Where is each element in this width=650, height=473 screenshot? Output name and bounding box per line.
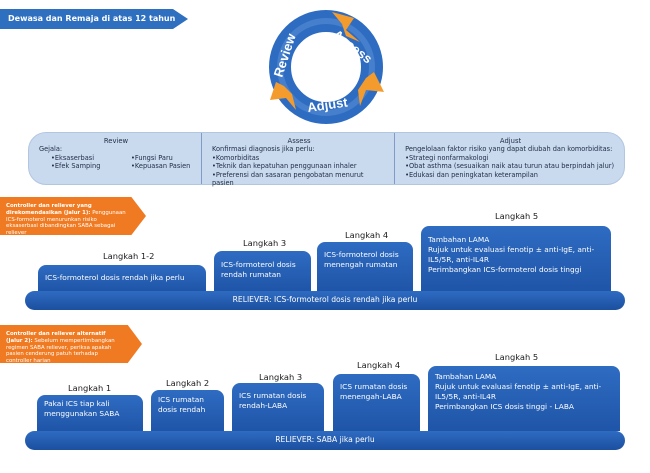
track2-label-text: Sebelum mempertimbangkan regimen SABA re… [6, 337, 115, 365]
track1-step4-text: ICS-formoterol dosis menengah rumatan [324, 250, 399, 269]
track2-label-title: Controller dan reliever alternatif (Jalu… [6, 331, 106, 344]
track1-step5-line: Tambahan LAMA [428, 235, 490, 244]
track1-label-title: Controller dan reliever yang direkomenda… [6, 203, 92, 216]
track2-reliever-text: RELIEVER: SABA jika perlu [275, 435, 375, 444]
assess-item: Teknik dan kepatuhan penggunaan inhaler [212, 162, 386, 170]
track2-step5-line: Perimbangkan ICS dosis tinggi - LABA [435, 402, 574, 411]
track2-step2-title: Langkah 2 [166, 378, 210, 388]
header-title: Dewasa dan Remaja di atas 12 tahun [8, 14, 176, 23]
track1-step3-box: ICS-formoterol dosis rendah rumatan [214, 251, 311, 291]
assess-item: Preferensi dan sasaran pengobatan menuru… [212, 171, 386, 188]
review-item: Efek Samping [51, 162, 131, 170]
track2-step4-box: ICS rumatan dosis menengah-LABA [333, 374, 420, 431]
adjust-item: Edukasi dan peningkatan keterampilan [405, 171, 616, 179]
track2-step3-title: Langkah 3 [259, 372, 303, 382]
adjust-title: Adjust [499, 137, 522, 145]
review-list-right: Fungsi Paru Kepuasan Pasien [131, 154, 201, 171]
track2-reliever-bar: RELIEVER: SABA jika perlu [25, 431, 625, 450]
assess-adjust-review-cycle: Assess Review Adjust [269, 10, 384, 124]
track1-reliever-bar: RELIEVER: ICS-formoterol dosis rendah ji… [25, 291, 625, 310]
track1-step5-title: Langkah 5 [495, 211, 539, 221]
summary-panel: Review Gejala: Eksaserbasi Efek Samping … [28, 132, 625, 187]
adjust-item: Obat asthma (sesuaikan naik atau turun a… [405, 162, 616, 170]
track1-step4-title: Langkah 4 [345, 230, 389, 240]
cycle-adjust-label: Adjust [306, 94, 349, 115]
track2-step1-text: Pakai ICS tiap kali menggunakan SABA [44, 399, 120, 418]
cycle-arrow-left [270, 82, 296, 110]
review-list-left: Eksaserbasi Efek Samping [51, 154, 131, 171]
adjust-column: Adjust Pengelolaan faktor risiko yang da… [394, 133, 624, 184]
review-title: Review [103, 137, 129, 145]
track1-label-text: Penggunaan ICS-formoterol menurunkan ris… [6, 209, 126, 237]
track2-step1-title: Langkah 1 [68, 383, 112, 393]
track1-step1-text: ICS-formoterol dosis rendah jika perlu [45, 273, 185, 282]
track1-step5-line: Perimbangkan ICS-formoterol dosis tinggi [428, 265, 582, 274]
track2-step2-box: ICS rumatan dosis rendah [151, 390, 224, 431]
track2-label: Controller dan reliever alternatif (Jalu… [0, 325, 142, 363]
cycle-ring-highlight [277, 18, 375, 116]
track1-step5-line: Rujuk untuk evaluasi fenotip ± anti-IgE,… [428, 245, 595, 264]
review-item: Kepuasan Pasien [131, 162, 201, 170]
review-intro: Gejala: [39, 145, 63, 154]
track2-step1-box: Pakai ICS tiap kali menggunakan SABA [37, 395, 143, 431]
adjust-item: Strategi nonfarmakologi [405, 154, 616, 162]
adjust-intro: Pengelolaan faktor risiko yang dapat diu… [405, 145, 613, 154]
track1-step1-box: ICS-formoterol dosis rendah jika perlu [38, 265, 206, 291]
header-banner: Dewasa dan Remaja di atas 12 tahun [0, 9, 188, 29]
track2-step3-text: ICS rumatan dosis rendah-LABA [239, 391, 307, 410]
track2-step5-title: Langkah 5 [495, 352, 539, 362]
assess-intro: Konfirmasi diagnosis jika perlu: [212, 145, 315, 154]
track2-step2-text: ICS rumatan dosis rendah [158, 395, 206, 414]
track2-step5-box: Tambahan LAMA Rujuk untuk evaluasi fenot… [428, 366, 620, 431]
track2-step5-line: Tambahan LAMA [435, 372, 497, 381]
track1-step3-text: ICS-formoterol dosis rendah rumatan [221, 260, 296, 279]
assess-title: Assess [287, 137, 311, 145]
track2-step4-title: Langkah 4 [357, 360, 401, 370]
track1-step3-title: Langkah 3 [243, 238, 287, 248]
track1-step1-title: Langkah 1-2 [103, 251, 155, 261]
track2-step5-line: Rujuk untuk evaluasi fenotip ± anti-IgE,… [435, 382, 602, 401]
track1-step5-box: Tambahan LAMA Rujuk untuk evaluasi fenot… [421, 226, 611, 291]
track1-step4-box: ICS-formoterol dosis menengah rumatan [317, 242, 413, 291]
review-item: Eksaserbasi [51, 154, 131, 162]
track1-reliever-text: RELIEVER: ICS-formoterol dosis rendah ji… [232, 295, 418, 304]
track2-step4-text: ICS rumatan dosis menengah-LABA [340, 382, 408, 401]
assess-item: Komorbiditas [212, 154, 386, 162]
track1-label: Controller dan reliever yang direkomenda… [0, 197, 146, 235]
cycle-arrow-top [332, 12, 360, 42]
review-column: Review Gejala: Eksaserbasi Efek Samping … [29, 133, 201, 184]
cycle-arrow-right [358, 72, 384, 106]
review-item: Fungsi Paru [131, 154, 201, 162]
track2-step3-box: ICS rumatan dosis rendah-LABA [232, 383, 324, 431]
assess-column: Assess Konfirmasi diagnosis jika perlu: … [201, 133, 394, 187]
